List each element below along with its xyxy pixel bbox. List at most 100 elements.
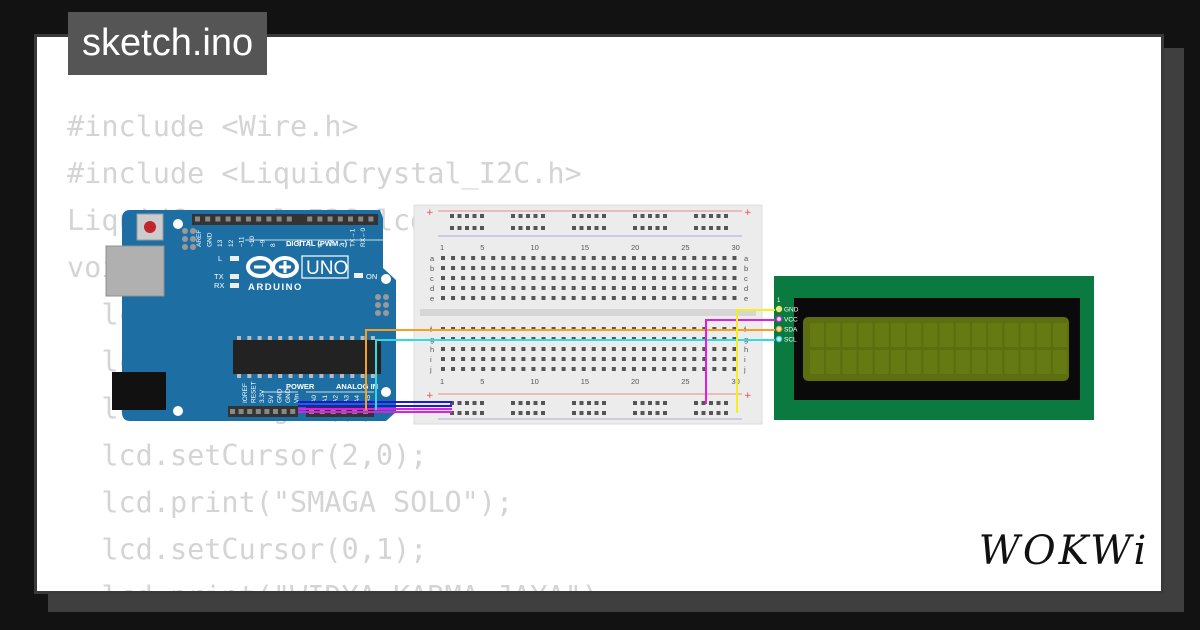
column-number: 30 [731, 243, 739, 252]
breadboard-hole [692, 286, 697, 290]
breadboard-hole [521, 276, 526, 280]
breadboard-hole [472, 411, 477, 415]
chip-pin [309, 336, 314, 340]
breadboard-hole [518, 411, 523, 415]
breadboard-hole [571, 256, 576, 260]
breadboard-hole [712, 357, 717, 361]
breadboard-hole [702, 256, 707, 260]
chip-pin [329, 374, 334, 378]
breadboard-hole [579, 401, 584, 405]
breadboard-hole [672, 347, 677, 351]
breadboard-hole [732, 266, 737, 270]
digital-pin-label: ~11 [238, 236, 245, 247]
breadboard-hole [702, 357, 707, 361]
file-tab[interactable]: sketch.ino [68, 12, 268, 75]
row-letter: i [430, 355, 432, 364]
breadboard-hole [601, 357, 606, 361]
breadboard-hole [461, 367, 466, 371]
reset-button-cap[interactable] [144, 221, 156, 233]
breadboard-hole [601, 286, 606, 290]
breadboard-hole [621, 347, 626, 351]
breadboard-hole [481, 357, 486, 361]
breadboard-hole [511, 367, 516, 371]
breadboard-hole [581, 367, 586, 371]
breadboard-hole [712, 347, 717, 351]
wire-gnd-lcd [736, 309, 775, 413]
chip-pin [298, 336, 303, 340]
header-pin [307, 216, 313, 222]
breadboard-hole [521, 357, 526, 361]
breadboard-hole [712, 256, 717, 260]
wires[interactable] [298, 309, 775, 413]
breadboard-hole [461, 256, 466, 260]
breadboard-hole [511, 401, 515, 405]
lcd-cell [842, 350, 857, 374]
icsp-pin [182, 244, 188, 250]
digital-header[interactable] [192, 214, 378, 225]
icsp-pin [182, 236, 188, 242]
breadboard-hole [521, 266, 526, 270]
breadboard-hole [481, 256, 486, 260]
lcd-cell [955, 350, 970, 374]
breadboard-hole [491, 276, 496, 280]
power-pin-label: GND [276, 388, 283, 403]
breadboard-hole [722, 256, 727, 260]
breadboard-hole [591, 286, 596, 290]
digital-header-pins [195, 216, 374, 222]
breadboard-hole [441, 367, 445, 371]
breadboard-hole [662, 357, 667, 361]
breadboard-hole [709, 214, 713, 218]
breadboard-hole [732, 347, 737, 351]
breadboard-hole [551, 256, 556, 260]
header-pin [290, 409, 296, 414]
breadboard-hole [692, 296, 697, 300]
breadboard-hole [501, 266, 506, 270]
mount-hole [381, 387, 391, 397]
icsp-pin [190, 236, 196, 242]
analog-pin-label: A1 [322, 395, 329, 403]
breadboard-hole [531, 296, 536, 300]
breadboard-hole [581, 347, 586, 351]
breadboard-hole [571, 296, 576, 300]
digital-pin-label: 4 [318, 243, 325, 247]
breadboard-hole [621, 367, 626, 371]
power-pin-label: IOREF [242, 383, 249, 403]
row-letter: h [744, 345, 748, 354]
breadboard-hole [561, 276, 566, 280]
breadboard-hole [631, 276, 636, 280]
chip-pin [257, 336, 262, 340]
breadboard-hole [451, 276, 456, 280]
breadboard-hole [526, 226, 530, 230]
wokwi-logo[interactable]: WOKWi [978, 526, 1150, 576]
breadboard-hole [541, 214, 545, 218]
breadboard-hole [451, 296, 456, 300]
row-letter: j [429, 365, 432, 374]
chip-pin [309, 374, 314, 378]
breadboard-hole [682, 266, 687, 270]
breadboard-hole [652, 347, 657, 351]
breadboard-hole [601, 256, 606, 260]
breadboard-hole [471, 276, 476, 280]
power-pin-label: 3.3V [259, 389, 266, 403]
led-rx [230, 283, 239, 288]
breadboard-hole [587, 411, 591, 415]
power-pin-label: 5V [268, 394, 275, 403]
breadboard-hole [601, 367, 606, 371]
icsp-header [182, 228, 196, 250]
breadboard-hole [581, 256, 586, 260]
breadboard-hole [662, 256, 667, 260]
breadboard-hole [581, 276, 586, 280]
lcd-cell [923, 323, 938, 347]
breadboard-hole [591, 367, 596, 371]
breadboard-hole [471, 296, 476, 300]
breadboard-hole [716, 214, 721, 218]
lcd-pin [775, 335, 783, 343]
breadboard-hole [531, 266, 536, 270]
breadboard-hole [571, 347, 576, 351]
power-header[interactable] [228, 406, 298, 417]
